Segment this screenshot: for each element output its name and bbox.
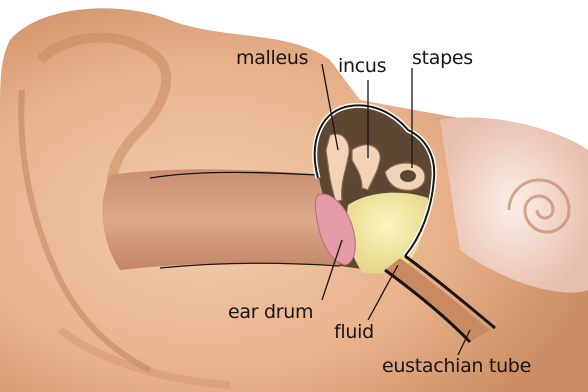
ear-drum-label: ear drum bbox=[228, 301, 313, 323]
stapes-label: stapes bbox=[412, 47, 473, 69]
incus-label: incus bbox=[338, 55, 386, 77]
fluid-label: fluid bbox=[334, 321, 374, 343]
malleus-label: malleus bbox=[236, 47, 308, 69]
stapes-footplate bbox=[400, 170, 416, 182]
eustachian-tube-label: eustachian tube bbox=[382, 355, 531, 377]
ear-canal bbox=[103, 169, 340, 270]
